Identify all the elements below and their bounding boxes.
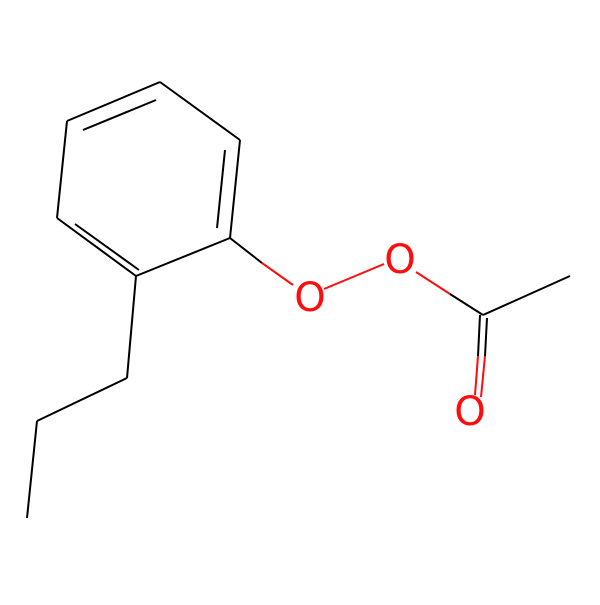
ring-bond-left xyxy=(56,120,68,219)
carbonyl-double-bond xyxy=(474,314,488,398)
peroxide-bond xyxy=(323,263,385,290)
ring-bond-inner-line-2 xyxy=(74,223,140,271)
atom-o-ring: O xyxy=(294,275,325,321)
propyl-bond-2 xyxy=(36,377,128,422)
carbonyl-bond-b-black xyxy=(484,317,488,357)
ring-bond-bottom-right xyxy=(135,237,231,277)
c-o-bond-black xyxy=(229,237,263,264)
ring-bond-right xyxy=(229,139,241,239)
o-c-bond-black xyxy=(449,293,484,316)
methyl-bond xyxy=(482,275,571,316)
ring-bond-top-inner xyxy=(66,81,161,122)
carbonyl-bond-a-black xyxy=(477,314,481,357)
atom-o-peroxy: O xyxy=(384,237,415,283)
carbonyl-bond-b-red xyxy=(480,355,486,398)
propyl-chain xyxy=(26,275,137,519)
ring-bond-bottom-left xyxy=(56,217,137,277)
o-c-bond-red xyxy=(415,271,451,295)
atom-o-carbonyl: O xyxy=(454,389,485,435)
propyl-bond-3 xyxy=(26,420,38,519)
carbonyl-bond-a-red xyxy=(474,355,479,396)
propyl-bond-1 xyxy=(126,275,137,379)
ring-bond-inner-line-3 xyxy=(216,149,226,229)
ring-bond-inner-line-1 xyxy=(82,99,157,131)
c-o-bond-red xyxy=(261,262,294,286)
benzene-ring xyxy=(56,81,241,277)
ring-bond-top xyxy=(159,81,241,141)
